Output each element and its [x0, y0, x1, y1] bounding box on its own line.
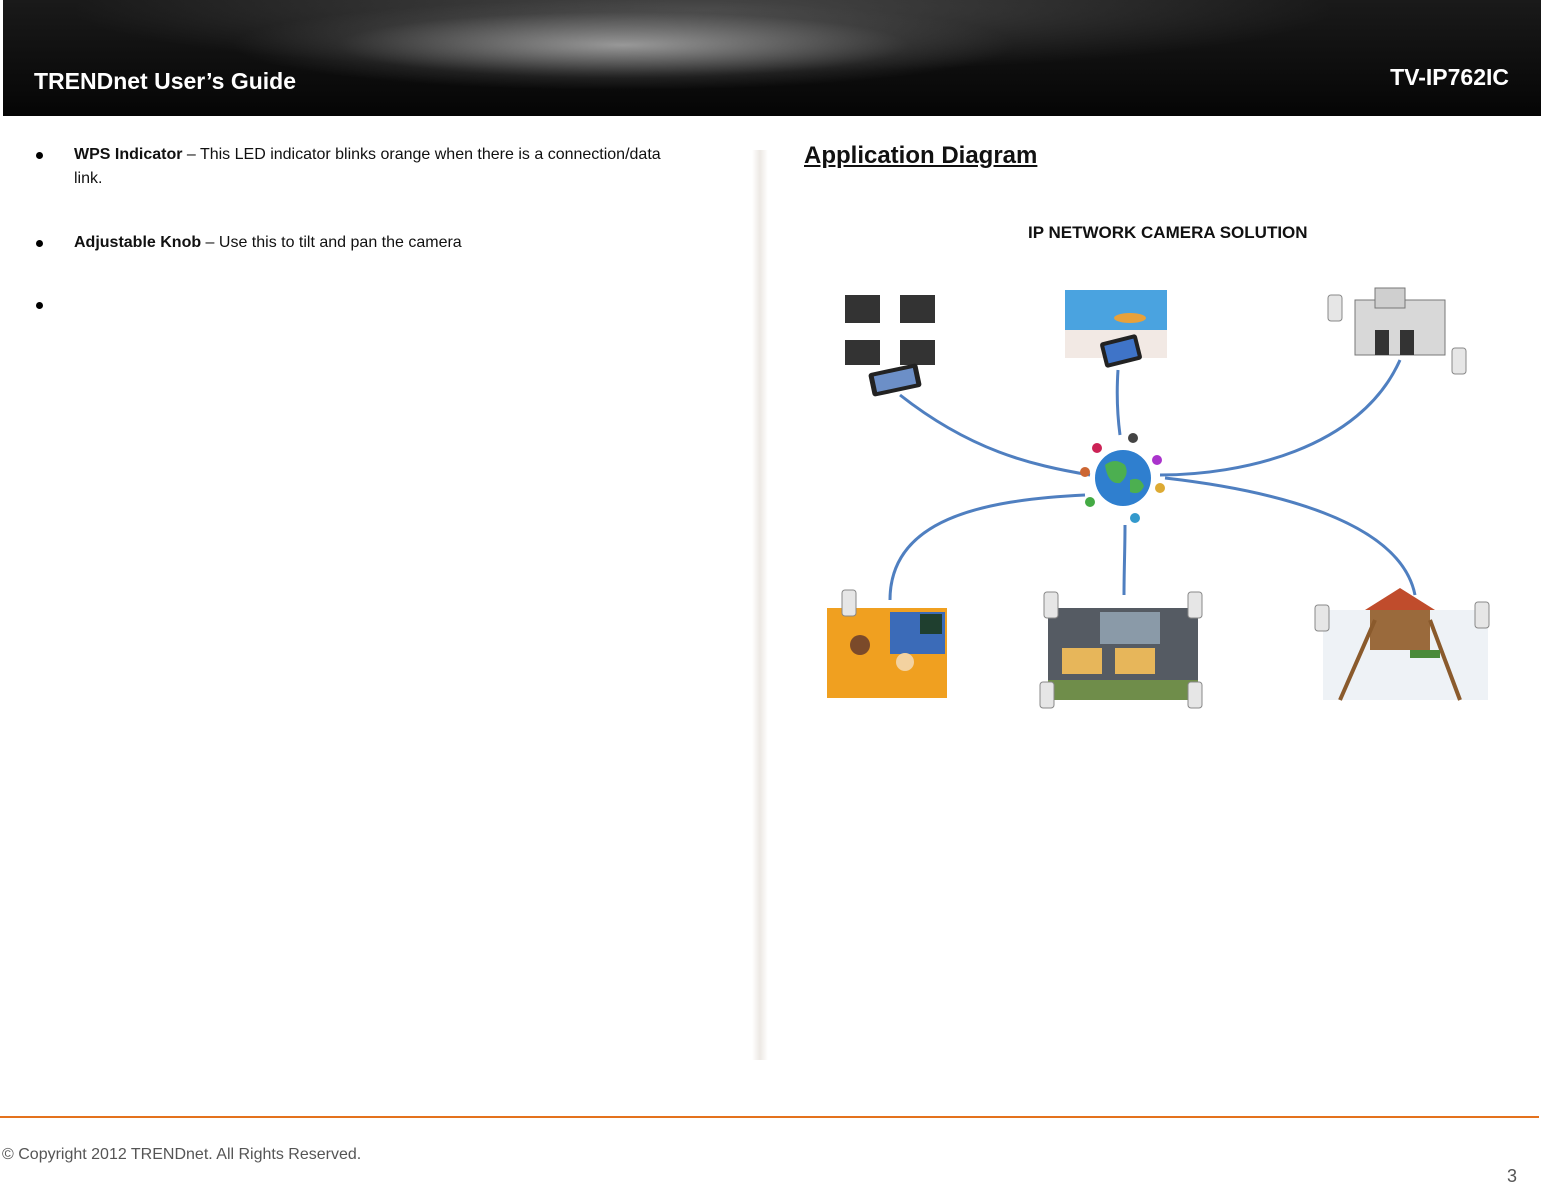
section-title: Application Diagram — [804, 142, 1038, 169]
globe-icon — [1080, 433, 1165, 523]
bullet-icon — [36, 302, 43, 309]
list-item: WPS Indicator – This LED indicator blink… — [36, 143, 676, 231]
list-item: Adjustable Knob – Use this to tilt and p… — [36, 231, 676, 293]
bullet-term: WPS Indicator — [74, 146, 183, 163]
bullet-text: – Use this to tilt and pan the camera — [201, 234, 462, 251]
page-header: TRENDnet User’s Guide TV-IP762IC — [3, 0, 1541, 116]
office-workers-icon — [845, 295, 935, 397]
bullet-text: – This LED indicator blinks orange when … — [74, 146, 661, 187]
diagram-caption: IP NETWORK CAMERA SOLUTION — [1028, 223, 1308, 242]
copyright: © Copyright 2012 TRENDnet. All Rights Re… — [2, 1146, 362, 1163]
warehouse-icon — [1327, 287, 1467, 375]
playground-icon — [1314, 588, 1490, 701]
list-item — [36, 293, 676, 317]
model-number: TV-IP762IC — [1390, 64, 1509, 90]
footer-divider — [0, 1116, 1539, 1118]
guide-title: TRENDnet User’s Guide — [34, 68, 296, 94]
column-divider — [752, 150, 768, 1060]
network-links — [888, 359, 1417, 601]
page-number: 3 — [1506, 1166, 1517, 1186]
house-icon — [1039, 591, 1203, 709]
classroom-icon — [827, 589, 947, 698]
application-diagram — [827, 287, 1490, 709]
beach-tablet-icon — [1065, 290, 1167, 368]
bullet-icon — [36, 152, 43, 159]
feature-list: WPS Indicator – This LED indicator blink… — [36, 143, 676, 317]
bullet-icon — [36, 240, 43, 247]
bullet-term: Adjustable Knob — [74, 234, 202, 251]
